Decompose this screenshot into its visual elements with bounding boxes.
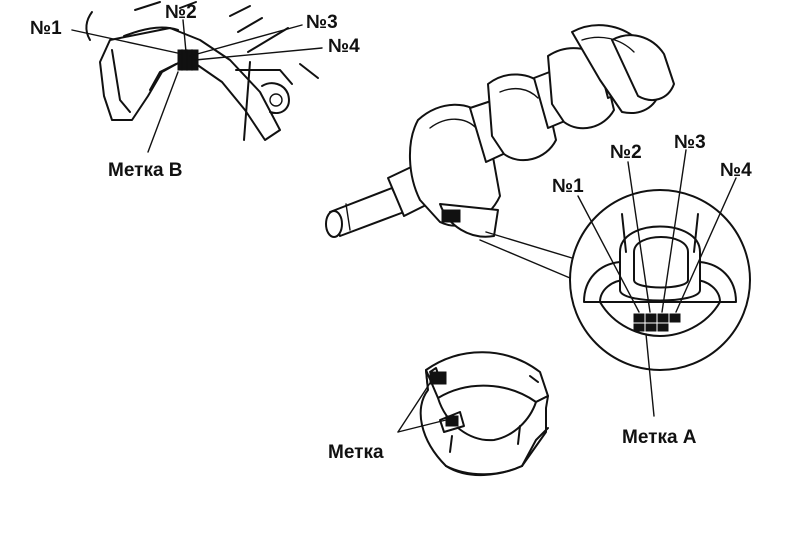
mark-a-slot-2 <box>645 313 657 323</box>
mark-a-slot-1 <box>633 313 645 323</box>
label-mark-b: Метка В <box>108 160 183 181</box>
mark-a-row2-1 <box>633 323 645 332</box>
leader-mark-lower <box>397 419 447 433</box>
label-crank-n4: №4 <box>720 160 752 181</box>
label-crank-n1: №1 <box>552 176 584 197</box>
label-block-n2: №2 <box>165 2 197 23</box>
engine-block-illustration <box>85 1 319 141</box>
bearing-shell-illustration <box>419 351 549 476</box>
label-block-n4: №4 <box>328 36 360 57</box>
crankshaft-illustration <box>325 24 675 238</box>
mark-a-row2-2 <box>645 323 657 332</box>
mark-a-row2-3 <box>657 323 669 332</box>
leader-mark-upper <box>397 379 433 433</box>
label-crank-n3: №3 <box>674 132 706 153</box>
label-crank-n2: №2 <box>610 142 642 163</box>
shell-mark-upper <box>429 371 447 385</box>
label-mark-a: Метка А <box>622 427 697 448</box>
mark-a-slot-3 <box>657 313 669 323</box>
detail-circle <box>569 189 751 371</box>
block-leader-lines <box>71 19 323 153</box>
crank-leader-lines <box>577 149 737 417</box>
callout-line-upper <box>485 231 573 259</box>
label-block-n3: №3 <box>306 12 338 33</box>
label-block-n1: №1 <box>30 18 62 39</box>
callout-line-lower <box>479 239 571 279</box>
label-mark: Метка <box>328 442 384 463</box>
crank-mark-a-stamp <box>441 209 461 223</box>
mark-a-slot-4 <box>669 313 681 323</box>
shell-mark-lower <box>445 415 459 427</box>
